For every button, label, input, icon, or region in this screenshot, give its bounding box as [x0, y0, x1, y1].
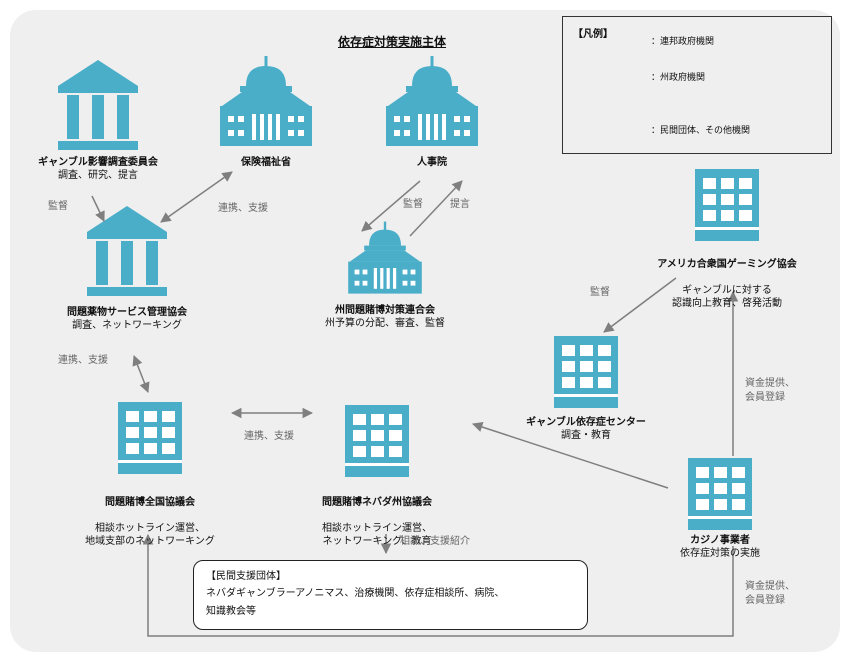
edge-label-cooperate-1: 連携、支援 — [218, 203, 268, 214]
arrow-cooperate-1 — [160, 171, 233, 223]
edge-label-funding-2: 資金提供、 会員登録 — [745, 581, 795, 606]
legend-item-federal: ：連邦政府機関 — [651, 37, 715, 47]
node-name: カジノ事業者 — [690, 535, 750, 546]
node-name: ギャンブル依存症センター — [526, 417, 646, 428]
governor-icon — [386, 56, 478, 146]
node-ncpg-commission: ギャンブル影響調査委員会 調査、研究、提言 — [8, 156, 188, 182]
arrow-casino-nevada — [472, 421, 669, 489]
node-role: 依存症対策の実施 — [680, 548, 760, 559]
edge-label-cooperate-2: 連携、支援 — [58, 355, 108, 366]
node-state-assoc: 州問題賭博対策連合会 州予算の分配、審査、監督 — [300, 304, 470, 330]
node-role: 調査、研究、提言 — [58, 170, 138, 181]
node-nevada-council: 問題賭博ネバダ州協議会 相談ホットライン運営、 ネットワーキング、教育 — [292, 483, 462, 561]
node-samhsa: 問題薬物サービス管理協会 調査、ネットワーキング — [32, 306, 222, 332]
private-support-title: 【民間支援団体】 — [206, 571, 286, 582]
node-name: ギャンブル影響調査委員会 — [38, 157, 158, 168]
nevada-council-icon — [345, 405, 409, 477]
node-name: 問題賭博全国協議会 — [105, 497, 195, 508]
edge-label-funding-1: 資金提供、 会員登録 — [745, 378, 795, 403]
ncpg-icon — [118, 402, 182, 474]
arrow-supervise-3 — [603, 277, 677, 333]
arrow-cooperate-2 — [132, 355, 150, 393]
node-name: 問題薬物サービス管理協会 — [67, 307, 187, 318]
arrow-supervise-2 — [361, 180, 421, 232]
edge-label-supervise-2: 監督 — [403, 199, 423, 210]
node-role: ギャンブルに対する 認識向上教育、啓発活動 — [672, 285, 782, 309]
agaming-icon — [695, 169, 759, 241]
arrow-funding-2 — [142, 533, 734, 637]
node-role: 州予算の分配、審査、監督 — [325, 318, 445, 329]
node-role: 調査・教育 — [561, 430, 611, 441]
node-name: 州問題賭博対策連合会 — [335, 305, 435, 316]
legend-title: 【凡例】 — [573, 29, 613, 40]
node-name: 保険福祉省 — [241, 157, 291, 168]
edge-label-supervise-3: 監督 — [590, 287, 610, 298]
node-ncpg: 問題賭博全国協議会 相談ホットライン運営、 地域支部のネットワーキング — [55, 483, 245, 561]
node-role: 調査、ネットワーキング — [72, 320, 182, 331]
node-casino: カジノ事業者 依存症対策の実施 — [660, 534, 780, 560]
arrow-advise — [409, 180, 463, 237]
node-role: 相談ホットライン運営、 地域支部のネットワーキング — [85, 523, 215, 547]
private-support-body: ネバダギャンブラーアノニマス、治療機関、依存症相談所、病院、 知識教会等 — [206, 588, 505, 617]
node-insurance-dept: 保険福祉省 — [206, 156, 326, 169]
research-center-icon — [554, 336, 618, 408]
node-research-center: ギャンブル依存症センター 調査・教育 — [514, 416, 658, 442]
diagram-title: 依存症対策実施主体 — [338, 35, 447, 49]
node-name: 問題賭博ネバダ州協議会 — [322, 497, 432, 508]
node-governor: 人事院 — [372, 156, 492, 169]
legend-item-office: ：民間団体、その他機関 — [651, 126, 751, 136]
insurance-dept-icon — [220, 56, 312, 146]
node-agaming: アメリカ合衆国ゲーミング協会 ギャンブルに対する 認識向上教育、啓発活動 — [642, 245, 812, 323]
node-name: アメリカ合衆国ゲーミング協会 — [657, 259, 797, 270]
private-support-box: 【民間支援団体】 ネバダギャンブラーアノニマス、治療機関、依存症相談所、病院、 … — [193, 560, 588, 630]
legend-item-state: ：州政府機関 — [651, 73, 706, 83]
casino-icon — [688, 458, 752, 530]
edge-label-supervise-1: 監督 — [48, 201, 68, 212]
samhsa-icon — [87, 206, 167, 296]
node-role: 相談ホットライン運営、 ネットワーキング、教育 — [322, 523, 432, 547]
edge-label-consult: 相談、支援紹介 — [400, 536, 470, 547]
node-name: 人事院 — [417, 157, 447, 168]
state-assoc-icon — [348, 221, 422, 294]
arrow-supervise-1 — [91, 195, 105, 222]
ncpg-commission-icon — [58, 60, 138, 150]
edge-label-advise: 提言 — [450, 199, 470, 210]
edge-label-cooperate-3: 連携、支援 — [244, 431, 294, 442]
legend-box: 【凡例】 ：連邦政府機関 ：州政府機関 ：民間団体、その他機関 — [562, 16, 832, 154]
